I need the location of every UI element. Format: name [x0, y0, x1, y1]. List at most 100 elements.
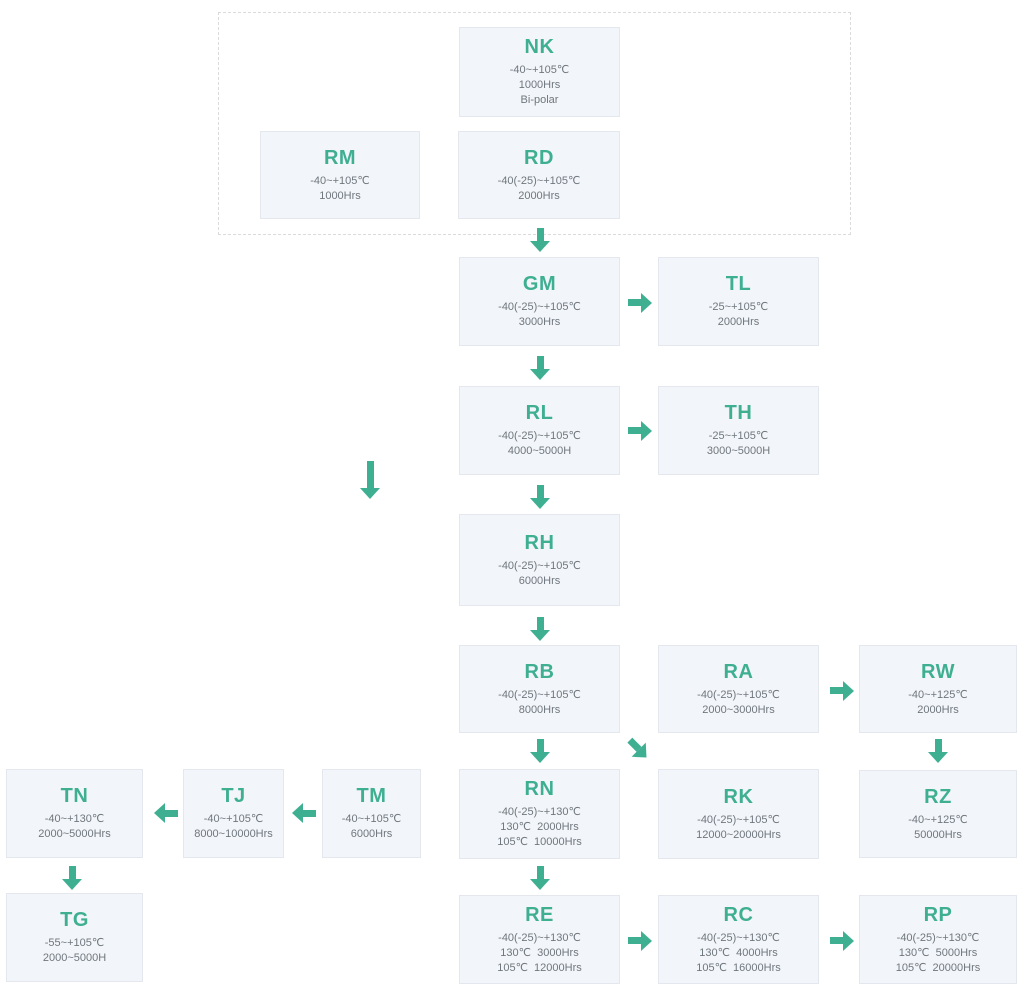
node-tj-hours: 8000~10000Hrs [194, 828, 273, 840]
node-tj-temp: -40~+105℃ [203, 813, 264, 825]
node-re: RE -40(-25)~+130℃ 130℃ 3000Hrs 105℃ 1200… [459, 895, 620, 984]
node-rn-title: RN [524, 778, 555, 800]
node-rd: RD -40(-25)~+105℃ 2000Hrs [458, 131, 620, 219]
node-rh-temp: -40(-25)~+105℃ [498, 559, 581, 572]
arrow-right-rc-rp-icon [830, 931, 854, 951]
node-rh-title: RH [524, 531, 555, 554]
node-th: TH -25~+105℃ 3000~5000H [658, 386, 819, 475]
node-tm-hours: 6000Hrs [350, 828, 393, 840]
node-th-temp: -25~+105℃ [708, 430, 769, 442]
node-ra-title: RA [723, 660, 754, 683]
arrow-right-rl-th-icon [628, 421, 652, 441]
node-tl-title: TL [725, 273, 752, 295]
node-tj: TJ -40~+105℃ 8000~10000Hrs [183, 769, 284, 858]
node-rk-temp: -40(-25)~+105℃ [697, 813, 780, 826]
node-rz: RZ -40~+125℃ 50000Hrs [859, 770, 1017, 858]
arrow-down-rd-gm-icon [530, 228, 550, 252]
node-ra-temp: -40(-25)~+105℃ [697, 688, 780, 701]
arrow-down-rn-re-icon [530, 866, 550, 890]
node-tg-title: TG [60, 909, 89, 931]
node-nk-note: Bi-polar [520, 94, 559, 106]
node-rz-title: RZ [924, 785, 952, 808]
node-rh: RH -40(-25)~+105℃ 6000Hrs [459, 514, 620, 606]
node-rd-title: RD [524, 146, 554, 169]
arrow-down-rh-rb-icon [530, 617, 550, 641]
node-tm-title: TM [356, 785, 387, 807]
node-rw-temp: -40~+125℃ [908, 688, 968, 701]
arrow-right-re-rc-icon [628, 931, 652, 951]
node-rl-hours: 4000~5000H [507, 445, 572, 457]
node-rn: RN -40(-25)~+130℃ 130℃ 2000Hrs 105℃ 1000… [459, 769, 620, 859]
node-re-title: RE [525, 903, 554, 926]
node-rp: RP -40(-25)~+130℃ 130℃ 5000Hrs 105℃ 2000… [859, 895, 1017, 984]
node-tm-temp: -40~+105℃ [341, 813, 402, 825]
node-rb-hours: 8000Hrs [518, 703, 561, 716]
node-th-title: TH [724, 402, 753, 424]
arrow-right-gm-tl-icon [628, 293, 652, 313]
node-rw-hours: 2000Hrs [917, 703, 959, 716]
node-rn-hours-130: 130℃ 2000Hrs [500, 821, 579, 833]
node-rk-title: RK [723, 785, 754, 808]
node-rb-temp: -40(-25)~+105℃ [498, 688, 581, 701]
node-gm-title: GM [522, 273, 557, 295]
node-ra: RA -40(-25)~+105℃ 2000~3000Hrs [658, 645, 819, 733]
node-tn-title: TN [60, 785, 89, 807]
node-nk-temp: -40~+105℃ [509, 64, 570, 76]
node-ra-hours: 2000~3000Hrs [702, 703, 775, 716]
node-th-hours: 3000~5000H [706, 445, 771, 457]
node-rp-hours-130: 130℃ 5000Hrs [898, 946, 978, 959]
node-rp-hours-105: 105℃ 20000Hrs [895, 961, 981, 974]
node-rm: RM -40~+105℃ 1000Hrs [260, 131, 420, 219]
node-nk-title: NK [524, 36, 555, 58]
node-rl-temp: -40(-25)~+105℃ [498, 430, 581, 442]
arrow-left-tm-tj-icon [292, 803, 316, 823]
node-rw: RW -40~+125℃ 2000Hrs [859, 645, 1017, 733]
node-rd-hours: 2000Hrs [518, 189, 560, 202]
node-tn-temp: -40~+130℃ [44, 813, 105, 825]
node-rp-temp: -40(-25)~+130℃ [896, 931, 980, 944]
node-tn-hours: 2000~5000Hrs [38, 828, 111, 840]
node-rb: RB -40(-25)~+105℃ 8000Hrs [459, 645, 620, 733]
node-rh-hours: 6000Hrs [518, 574, 561, 587]
node-rm-hours: 1000Hrs [319, 189, 361, 202]
node-re-hours-105: 105℃ 12000Hrs [497, 961, 582, 974]
node-rc-hours-130: 130℃ 4000Hrs [699, 946, 778, 959]
node-rc-temp: -40(-25)~+130℃ [697, 931, 780, 944]
node-re-hours-130: 130℃ 3000Hrs [500, 946, 579, 959]
arrow-down-rb-rn-icon [530, 739, 550, 763]
node-tl-hours: 2000Hrs [717, 316, 760, 328]
node-rl-title: RL [525, 402, 554, 424]
node-tl: TL -25~+105℃ 2000Hrs [658, 257, 819, 346]
node-rk: RK -40(-25)~+105℃ 12000~20000Hrs [658, 769, 819, 859]
node-tg: TG -55~+105℃ 2000~5000H [6, 893, 143, 982]
node-rm-title: RM [323, 146, 357, 169]
node-rm-temp: -40~+105℃ [310, 174, 370, 187]
node-tg-hours: 2000~5000H [42, 952, 107, 964]
arrow-down-rl-rh-icon [530, 485, 550, 509]
arrow-down-rw-rz-icon [928, 739, 948, 763]
dotted-group-box [218, 12, 851, 235]
node-rz-hours: 50000Hrs [914, 828, 962, 841]
node-rn-temp: -40(-25)~+130℃ [498, 806, 581, 818]
node-rk-hours: 12000~20000Hrs [696, 828, 781, 841]
node-tg-temp: -55~+105℃ [44, 937, 105, 949]
node-re-temp: -40(-25)~+130℃ [498, 931, 581, 944]
node-rc-hours-105: 105℃ 16000Hrs [696, 961, 781, 974]
node-rb-title: RB [524, 660, 555, 683]
arrow-diagonal-rb-rk-icon [622, 733, 654, 765]
arrow-down-gm-rl-icon [530, 356, 550, 380]
arrow-down-tn-tg-icon [62, 866, 82, 890]
node-nk-hours: 1000Hrs [518, 79, 561, 91]
node-rp-title: RP [923, 903, 953, 926]
node-rz-temp: -40~+125℃ [908, 813, 968, 826]
node-tj-title: TJ [221, 785, 246, 807]
node-rw-title: RW [921, 660, 955, 683]
node-rl: RL -40(-25)~+105℃ 4000~5000H [459, 386, 620, 475]
node-tn: TN -40~+130℃ 2000~5000Hrs [6, 769, 143, 858]
node-rc-title: RC [723, 903, 754, 926]
node-gm: GM -40(-25)~+105℃ 3000Hrs [459, 257, 620, 346]
arrow-down-standalone-icon [360, 461, 380, 499]
node-gm-hours: 3000Hrs [518, 316, 561, 328]
node-tl-temp: -25~+105℃ [708, 301, 769, 313]
